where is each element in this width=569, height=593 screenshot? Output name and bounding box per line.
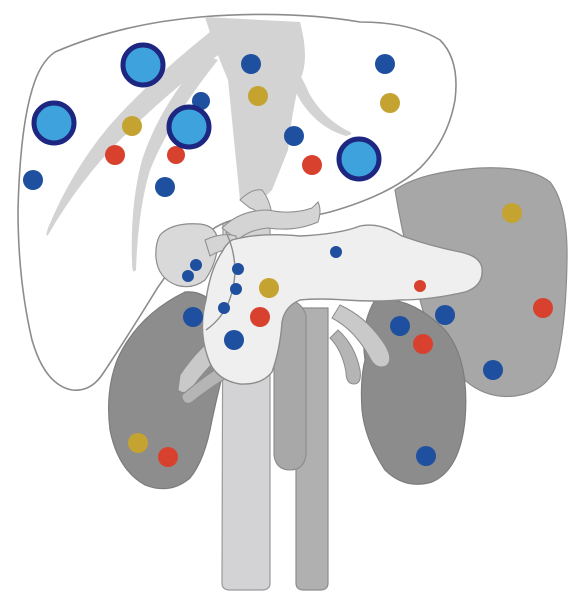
blue-lesion-marker: [416, 446, 436, 466]
red-lesion-marker: [250, 307, 270, 327]
red-lesion-marker: [414, 280, 426, 292]
blue-lesion-marker: [224, 330, 244, 350]
blue-lesion-marker: [284, 126, 304, 146]
gold-lesion-marker: [502, 203, 522, 223]
blue-lesion-marker: [182, 270, 194, 282]
blue-lesion-marker: [390, 316, 410, 336]
red-lesion-marker: [167, 146, 185, 164]
gold-lesion-marker: [259, 278, 279, 298]
large-lesion-marker: [169, 107, 209, 147]
blue-lesion-marker: [483, 360, 503, 380]
blue-lesion-marker: [330, 246, 342, 258]
red-lesion-marker: [533, 298, 553, 318]
red-lesion-marker: [158, 447, 178, 467]
blue-lesion-marker: [23, 170, 43, 190]
gold-lesion-marker: [122, 116, 142, 136]
right-renal-vessel-2: [330, 330, 360, 384]
gold-lesion-marker: [128, 433, 148, 453]
large-lesion-marker: [34, 103, 74, 143]
large-lesion-marker: [339, 139, 379, 179]
red-lesion-marker: [413, 334, 433, 354]
blue-lesion-marker: [183, 307, 203, 327]
red-lesion-marker: [302, 155, 322, 175]
blue-lesion-marker: [232, 263, 244, 275]
blue-lesion-marker: [230, 283, 242, 295]
blue-lesion-marker: [435, 305, 455, 325]
blue-lesion-marker: [190, 259, 202, 271]
blue-lesion-marker: [375, 54, 395, 74]
blue-lesion-marker: [218, 302, 230, 314]
blue-lesion-marker: [241, 54, 261, 74]
blue-lesion-marker: [155, 177, 175, 197]
gold-lesion-marker: [248, 86, 268, 106]
gold-lesion-marker: [380, 93, 400, 113]
red-lesion-marker: [105, 145, 125, 165]
large-lesion-marker: [123, 45, 163, 85]
